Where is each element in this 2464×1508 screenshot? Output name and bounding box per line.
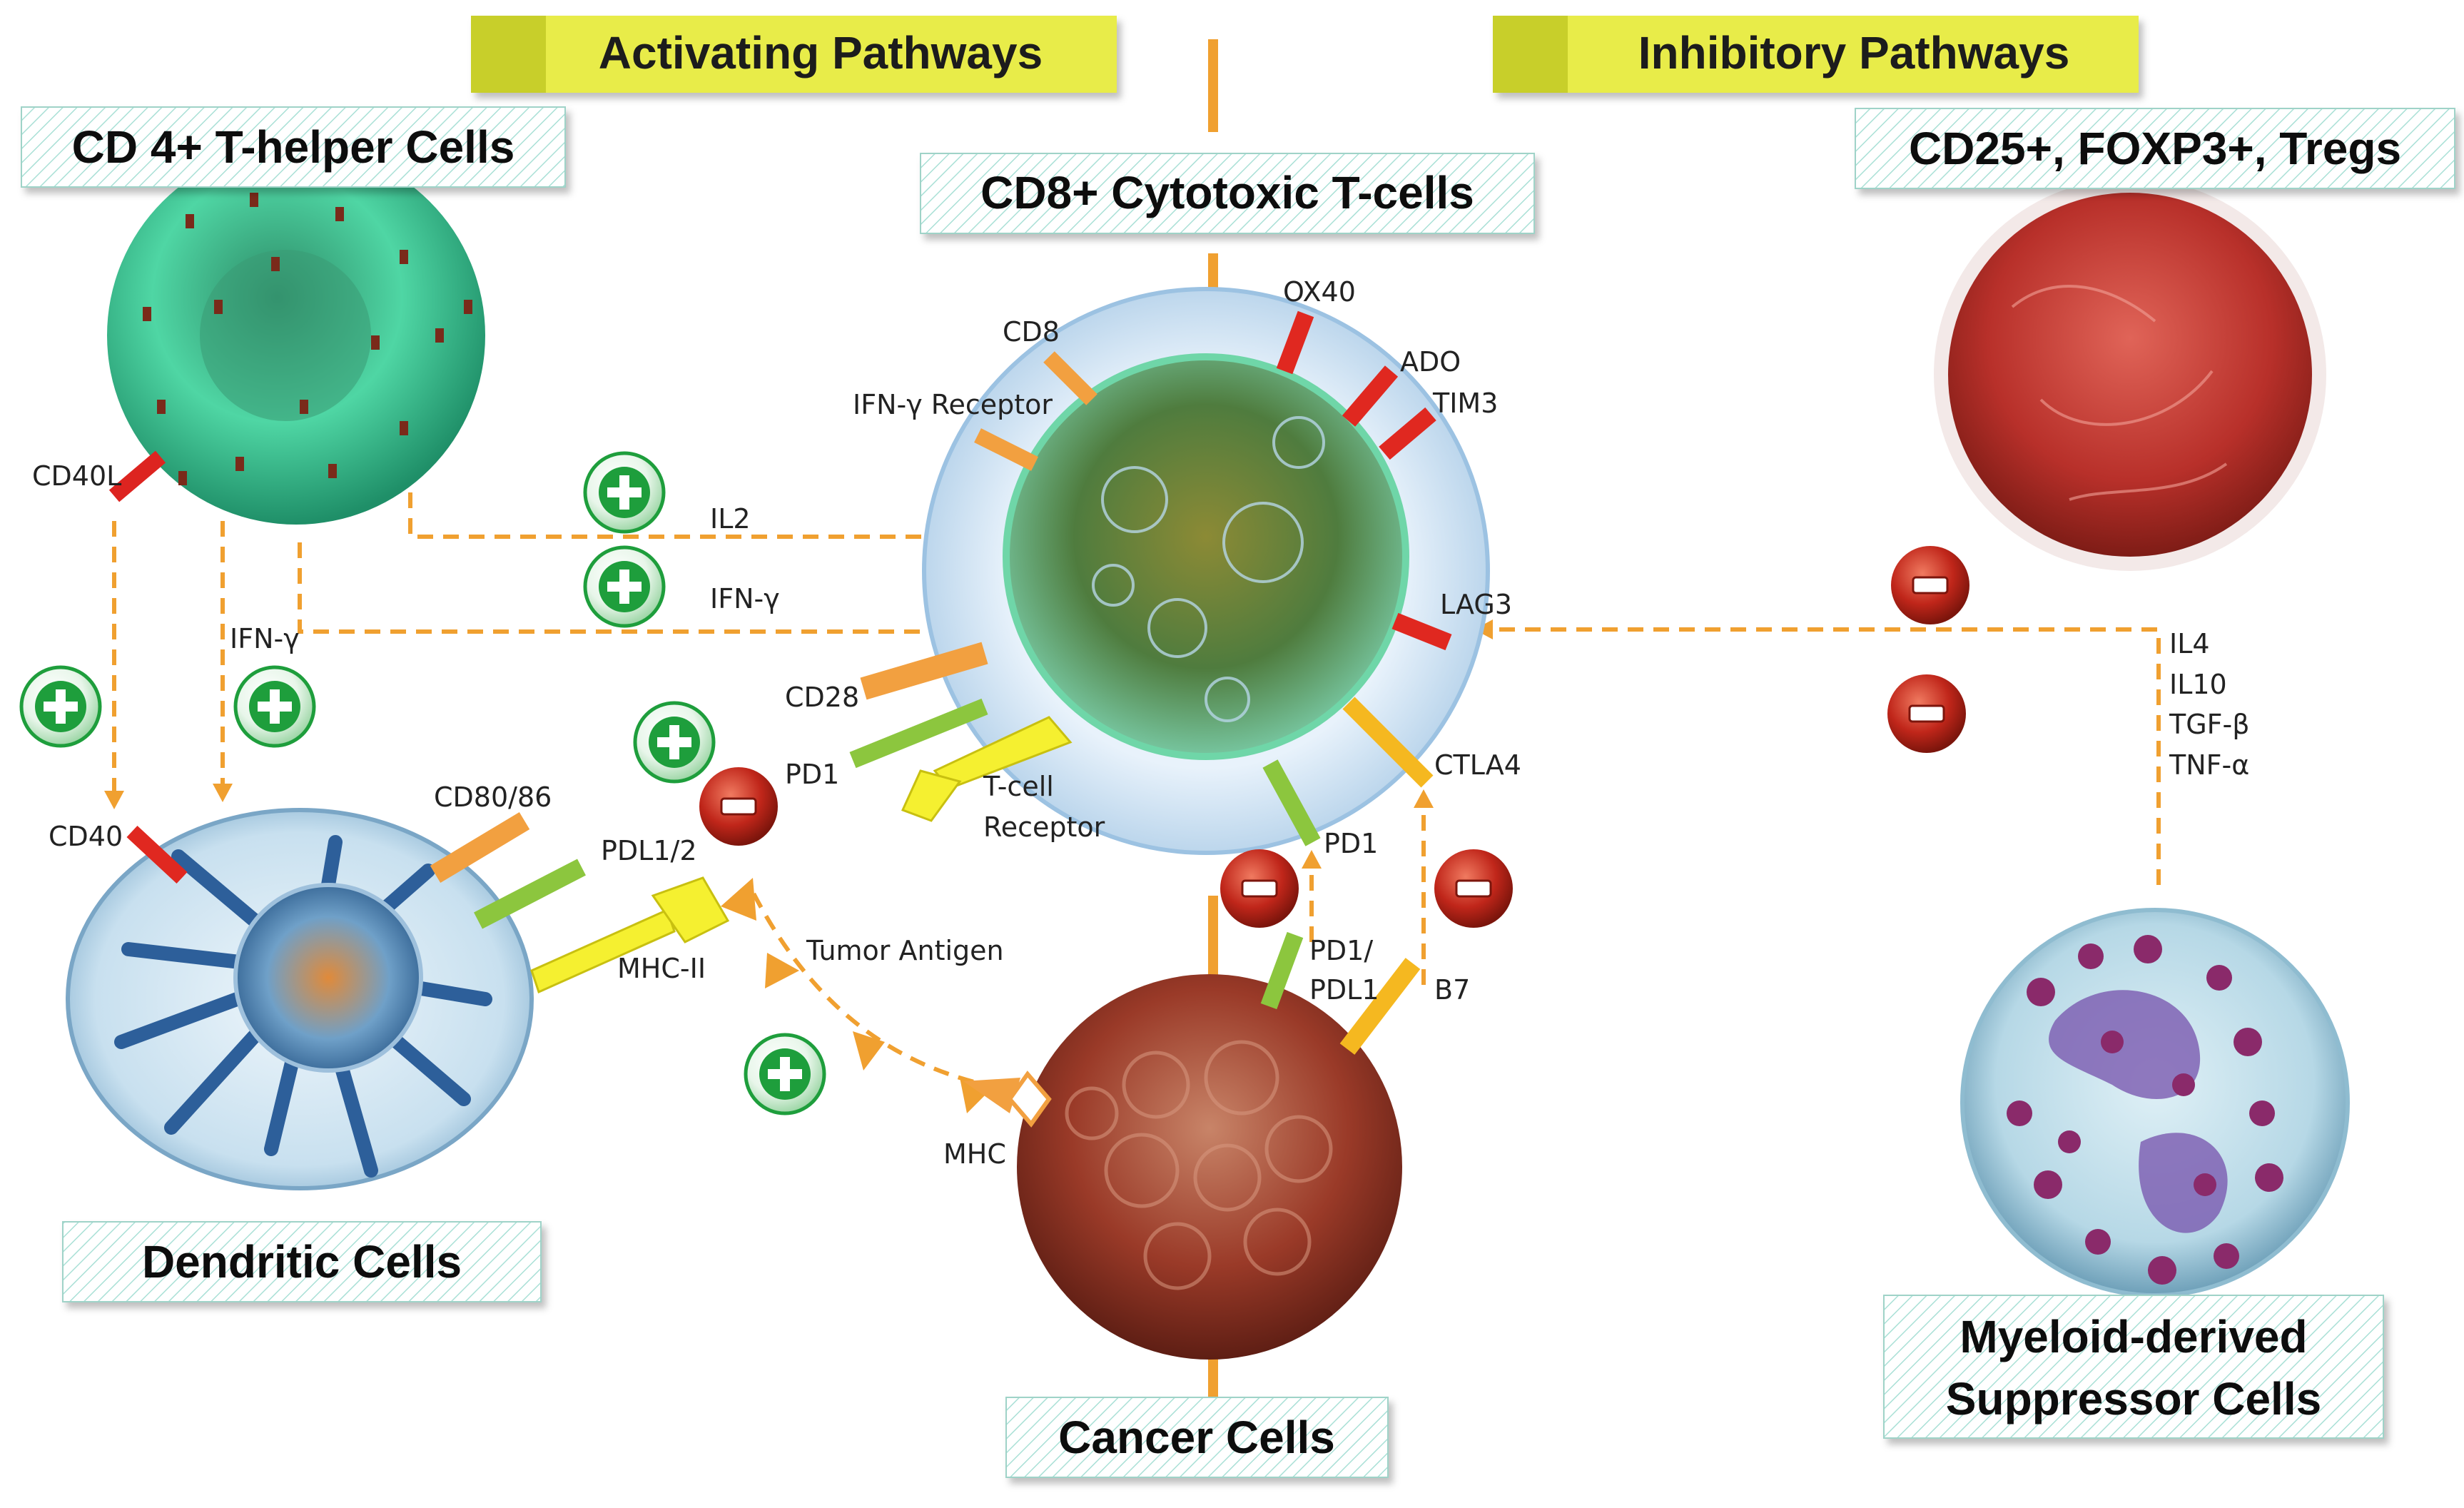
cd8-cytotoxic-cell [849, 287, 1490, 855]
mdsc-cell [1960, 908, 2350, 1297]
tnfa-label: TNF-α [2169, 749, 2249, 781]
pd1-label: PD1 [785, 759, 839, 790]
ifng-arrow [298, 542, 988, 634]
cd40-label: CD40 [49, 821, 123, 852]
minus-icon [1891, 546, 1969, 624]
cancer-title-box: Cancer Cells [1005, 1397, 1389, 1478]
ctla4-receptor [1342, 697, 1434, 788]
mdsc-title-line1: Myeloid-derived [1959, 1311, 2307, 1362]
minus-icon [1220, 849, 1299, 928]
b7-label: B7 [1434, 974, 1470, 1006]
plus-symbols [19, 451, 826, 1115]
ifng-left-label: IFN-γ [230, 623, 300, 654]
plus-icon [19, 665, 102, 748]
antigen-triangle-2 [765, 953, 799, 988]
cd4-title: CD 4+ T-helper Cells [72, 121, 515, 173]
ifng-top-label: IFN-γ [710, 583, 780, 614]
pd1-pdl1-label-line2: PDL1 [1309, 974, 1379, 1006]
mdsc-title-line2: Suppressor Cells [1946, 1373, 2321, 1424]
pd1-lower-label: PD1 [1324, 828, 1378, 859]
minus-symbols [699, 546, 1969, 928]
lag3-label: LAG3 [1440, 589, 1512, 620]
cd40l-label: CD40L [32, 460, 121, 492]
ctla4-label: CTLA4 [1434, 749, 1521, 781]
tcr-label-line1: T-cell [983, 771, 1054, 802]
t-cell-receptor [901, 716, 1073, 822]
tregs-cell [1934, 178, 2326, 571]
tim3-label: TIM3 [1432, 388, 1498, 419]
minus-icon [699, 767, 778, 846]
tim3-receptor [1379, 407, 1436, 460]
mhc2-receptor [530, 876, 730, 994]
antigen-triangle-1 [721, 878, 756, 921]
receptor-labels: CD8 OX40 ADO TIM3 IFN-γ Receptor LAG3 CD… [32, 276, 1521, 1170]
cd8-title: CD8+ Cytotoxic T-cells [980, 167, 1474, 218]
antigen-triangle-3 [853, 1031, 885, 1071]
inhibitory-pathways-title: Inhibitory Pathways [1638, 27, 2070, 79]
plus-icon [583, 451, 666, 534]
cancer-title: Cancer Cells [1058, 1412, 1335, 1463]
dendritic-cell [66, 808, 730, 1190]
dendritic-title-box: Dendritic Cells [62, 1221, 542, 1302]
cd28-label: CD28 [785, 682, 859, 713]
pd1-pdl1-label-line1: PD1/ [1309, 935, 1373, 966]
cd4-title-box: CD 4+ T-helper Cells [21, 106, 566, 188]
mhc2-label: MHC-II [617, 953, 706, 984]
plus-icon [633, 701, 716, 784]
activating-pathways-header: Activating Pathways [471, 16, 1117, 93]
pd1-receptor [849, 698, 988, 769]
cd40l-receptor [108, 450, 166, 502]
minus-icon [1887, 674, 1966, 753]
activating-pathways-title: Activating Pathways [599, 27, 1043, 79]
cd40-receptor [126, 825, 188, 884]
dendritic-arrowhead [213, 784, 233, 802]
b7-arrowhead [1414, 789, 1434, 808]
mdsc-title-box: Myeloid-derived Suppressor Cells [1883, 1295, 2384, 1439]
ado-receptor [1342, 365, 1399, 427]
cd8-title-box: CD8+ Cytotoxic T-cells [920, 153, 1535, 234]
b7-receptor [1339, 958, 1421, 1055]
ifng-receptor-label: IFN-γ Receptor [853, 389, 1053, 420]
tumor-antigen-label: Tumor Antigen [806, 935, 1004, 966]
cd8-receptor [1043, 351, 1097, 405]
il2-label: IL2 [710, 503, 751, 535]
tgfb-label: TGF-β [2169, 709, 2249, 740]
mhc-receptor [963, 1071, 1052, 1128]
cytokine-labels: IL2 IFN-γ IFN-γ IL4 IL10 TGF-β TNF-α [230, 503, 2249, 781]
plus-icon [744, 1033, 826, 1115]
pd1-lower-receptor [1262, 759, 1321, 846]
cd28-receptor [860, 642, 988, 700]
minus-icon [1434, 849, 1513, 928]
tregs-title-box: CD25+, FOXP3+, Tregs [1855, 108, 2455, 189]
dendritic-title: Dendritic Cells [142, 1236, 462, 1287]
il10-label: IL10 [2169, 669, 2227, 700]
cancer-cell [963, 931, 1421, 1360]
il4-label: IL4 [2169, 628, 2210, 659]
inhibitory-pathways-header: Inhibitory Pathways [1493, 16, 2139, 93]
plus-icon [583, 545, 666, 628]
cd80-86-receptor [430, 811, 530, 884]
suppressor-arrow [1491, 627, 2161, 885]
ifng-receptor [974, 428, 1038, 471]
ado-label: ADO [1400, 346, 1461, 378]
mhc-label: MHC [943, 1138, 1006, 1170]
cd80-86-label: CD80/86 [434, 781, 552, 813]
tregs-title: CD25+, FOXP3+, Tregs [1909, 123, 2401, 174]
plus-icon [233, 665, 316, 748]
pdl1-2-receptor [474, 859, 586, 929]
pdl1-arrowhead [1302, 850, 1322, 869]
pdl1-2-label: PDL1/2 [601, 835, 697, 866]
pd1-pdl1-receptor [1260, 931, 1304, 1010]
ox40-label: OX40 [1283, 276, 1356, 308]
cd8-label: CD8 [1003, 316, 1060, 348]
tcr-label-line2: Receptor [983, 811, 1105, 843]
cd40-arrowhead [104, 791, 124, 809]
cd4-t-helper-cell [107, 146, 485, 525]
ox40-receptor [1276, 310, 1314, 375]
il2-arrow [408, 492, 985, 539]
lag3-receptor [1391, 612, 1452, 651]
